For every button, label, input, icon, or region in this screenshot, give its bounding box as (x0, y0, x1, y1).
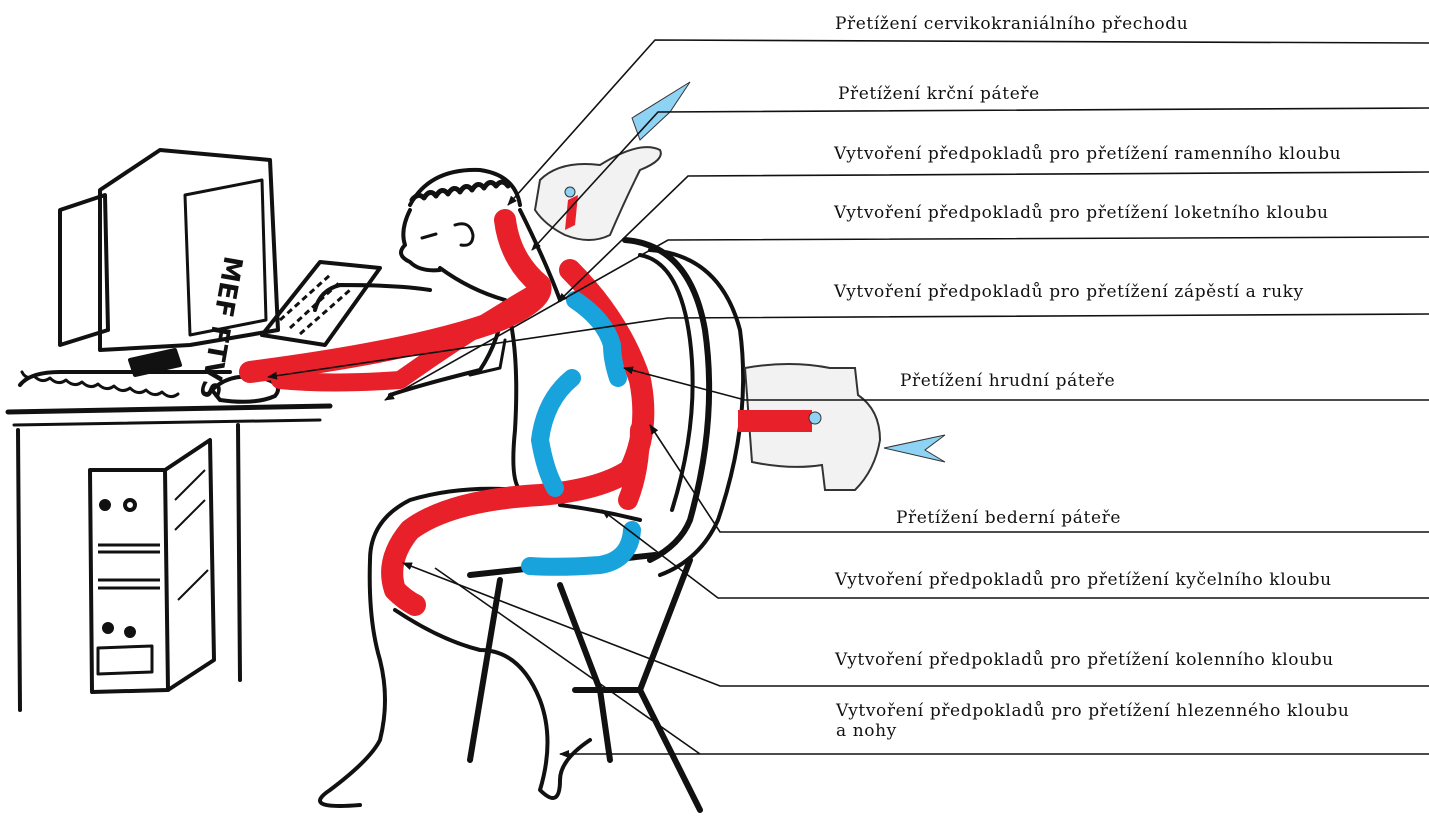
computer-tower (90, 440, 214, 692)
label-knee: Vytvoření předpokladů pro přetížení kole… (835, 650, 1334, 670)
keyboard (262, 262, 380, 345)
pressure-arrow-icon (884, 435, 945, 462)
label-shoulder: Vytvoření předpokladů pro přetížení rame… (834, 144, 1341, 164)
label-lumbar-spine: Přetížení bederní páteře (896, 508, 1121, 528)
label-hip: Vytvoření předpokladů pro přetížení kyče… (835, 570, 1332, 590)
monitor-text: MEF FTVS (193, 254, 248, 402)
label-elbow: Vytvoření předpokladů pro přetížení loke… (834, 203, 1329, 223)
label-wrist: Vytvoření předpokladů pro přetížení zápě… (834, 282, 1304, 302)
label-cervical-spine: Přetížení krční páteře (838, 84, 1040, 104)
label-cervicocranial: Přetížení cervikokraniálního přechodu (835, 14, 1188, 34)
label-ankle-line2: a nohy (836, 721, 1429, 741)
label-ankle: Vytvoření předpokladů pro přetížení hlez… (836, 701, 1429, 741)
label-ankle-line1: Vytvoření předpokladů pro přetížení hlez… (836, 701, 1429, 721)
label-thoracic-spine: Přetížení hrudní páteře (900, 371, 1115, 391)
relief-path-blue (530, 300, 632, 567)
